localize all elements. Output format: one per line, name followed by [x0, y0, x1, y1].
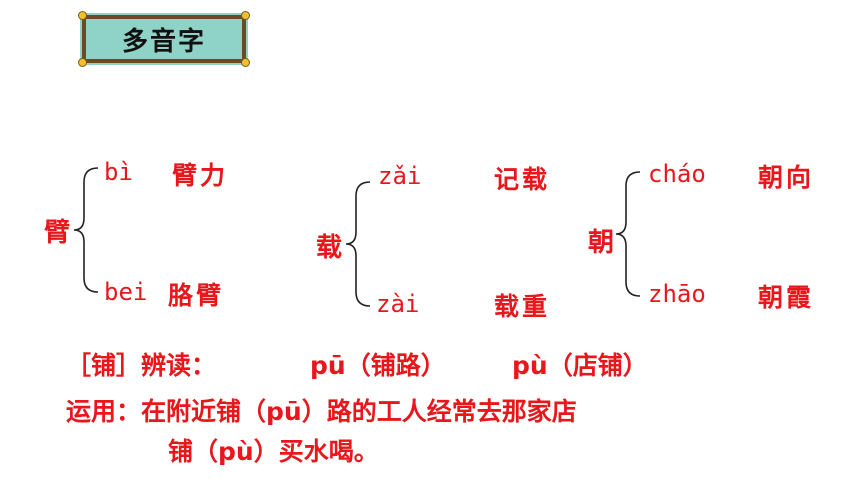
word-top: 臂力 [172, 161, 229, 190]
distinguish-item-2: pù（店铺） [512, 351, 648, 380]
polyphone-char: 朝 [588, 228, 615, 258]
left-brace [615, 171, 641, 297]
word-bottom: 胳臂 [168, 281, 225, 310]
badge-corner-dot [241, 11, 250, 20]
badge-corner-dot [78, 58, 87, 67]
distinguish-label: ［铺］辨读： [66, 351, 217, 380]
polyphone-char: 臂 [44, 218, 71, 248]
usage-line-1: 运用：在附近铺（pū）路的工人经常去那家店 [66, 397, 577, 426]
title-badge: 多音字 [78, 11, 250, 67]
pinyin-bottom: zhāo [648, 280, 706, 308]
left-brace [345, 181, 371, 307]
polyphone-char: 载 [316, 233, 343, 263]
word-bottom: 载重 [494, 292, 551, 321]
usage-line-2: 铺（pù）买水喝。 [168, 437, 379, 466]
word-bottom: 朝霞 [758, 283, 815, 312]
distinguish-item-1: pū（铺路） [310, 351, 446, 380]
pinyin-top: cháo [648, 160, 706, 188]
word-top: 记载 [494, 165, 551, 194]
badge-corner-dot [78, 11, 87, 20]
pinyin-top: bì [104, 158, 133, 186]
pinyin-bottom: bei [104, 278, 148, 306]
left-brace [73, 167, 99, 293]
badge-corner-dot [241, 58, 250, 67]
page-title: 多音字 [121, 26, 206, 57]
pinyin-top: zǎi [378, 162, 422, 190]
pinyin-bottom: zài [376, 290, 420, 318]
word-top: 朝向 [758, 163, 815, 192]
